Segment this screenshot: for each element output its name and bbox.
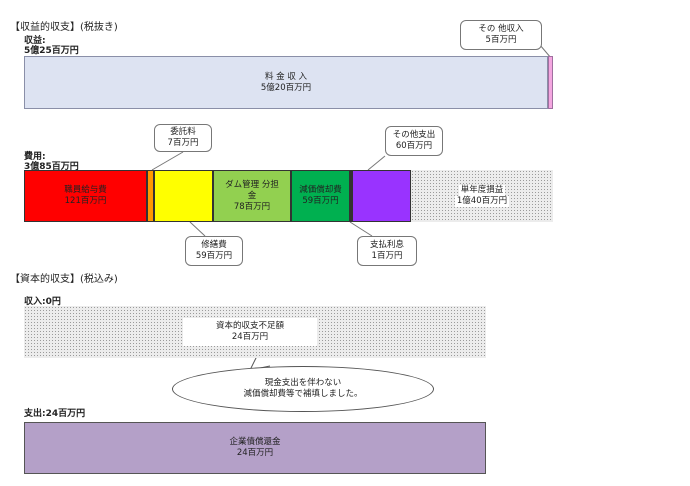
main-revenue-bar: 料 金 収 入 5億20百万円 bbox=[24, 56, 548, 109]
depreciation-name: 減価償却費 bbox=[299, 185, 342, 195]
other-expense-name: その他支出 bbox=[392, 130, 436, 140]
salary-amount: 121百万円 bbox=[64, 196, 107, 206]
bond-repayment-name: 企業債償還金 bbox=[229, 437, 281, 447]
expense-label: 費用: bbox=[24, 152, 46, 162]
other-revenue-amount: 5百万円 bbox=[485, 35, 517, 45]
expense-segment-interest bbox=[350, 170, 352, 222]
consignment-callout: 委託料 7百万円 bbox=[154, 124, 212, 152]
interest-name: 支払利息 bbox=[369, 240, 404, 250]
other-expense-connector bbox=[367, 155, 386, 171]
salary-name: 職員給与費 bbox=[64, 185, 107, 195]
deficit-amount: 24百万円 bbox=[231, 332, 269, 342]
dam-name: ダム管理 分担金 bbox=[225, 179, 279, 201]
expense-segment-dam: ダム管理 分担金 78百万円 bbox=[213, 170, 291, 222]
other-revenue-callout: その 他収入 5百万円 bbox=[460, 20, 542, 50]
expense-segment-consignment bbox=[147, 170, 154, 222]
other-expense-callout: その他支出 60百万円 bbox=[385, 126, 443, 156]
revenue-label: 収益: bbox=[24, 36, 46, 46]
expense-total: 3億85百万円 bbox=[24, 162, 79, 172]
bond-repayment-bar: 企業債償還金 24百万円 bbox=[24, 422, 486, 474]
consignment-amount: 7百万円 bbox=[167, 138, 199, 148]
capital-section-title: 【資本的収支】(税込み) bbox=[10, 274, 118, 285]
capital-deficit-label: 資本的収支不足額 24百万円 bbox=[183, 318, 317, 346]
consignment-name: 委託料 bbox=[170, 127, 196, 137]
repair-callout: 修繕費 59百万円 bbox=[185, 236, 243, 266]
consignment-connector bbox=[151, 151, 184, 171]
capital-income-label: 収入:0円 bbox=[24, 297, 61, 307]
repair-name: 修繕費 bbox=[201, 240, 227, 250]
surplus-amount: 1億40百万円 bbox=[454, 196, 510, 207]
interest-amount: 1百万円 bbox=[371, 251, 403, 261]
expense-segment-other bbox=[352, 170, 411, 222]
main-revenue-name: 料 金 収 入 bbox=[264, 71, 308, 82]
note-line1: 現金支出を伴わない bbox=[264, 378, 342, 388]
other-revenue-name: その 他収入 bbox=[478, 24, 524, 34]
other-expense-amount: 60百万円 bbox=[395, 141, 433, 151]
bond-repayment-amount: 24百万円 bbox=[236, 448, 274, 458]
depreciation-amount: 59百万円 bbox=[302, 196, 339, 206]
note-line2: 減価償却費等で補填しました。 bbox=[243, 389, 363, 399]
main-revenue-amount: 5億20百万円 bbox=[260, 82, 312, 93]
surplus-segment: 単年度損益 1億40百万円 bbox=[411, 170, 553, 222]
other-revenue-connector bbox=[539, 44, 552, 59]
deficit-name: 資本的収支不足額 bbox=[215, 321, 284, 331]
expense-segment-repair bbox=[154, 170, 213, 222]
interest-callout: 支払利息 1百万円 bbox=[357, 236, 417, 266]
revenue-section-title: 【収益的収支】(税抜き) bbox=[10, 22, 118, 33]
interest-connector bbox=[349, 221, 373, 237]
dam-amount: 78百万円 bbox=[233, 201, 271, 212]
repair-connector bbox=[189, 221, 206, 237]
revenue-total: 5億25百万円 bbox=[24, 46, 79, 56]
expense-segment-depreciation: 減価償却費 59百万円 bbox=[291, 170, 350, 222]
capital-expense-label: 支出:24百万円 bbox=[24, 409, 86, 419]
surplus-name: 単年度損益 bbox=[458, 185, 506, 196]
note-bubble: 現金支出を伴わない 減価償却費等で補填しました。 bbox=[172, 366, 434, 412]
expense-segment-salary: 職員給与費 121百万円 bbox=[24, 170, 147, 222]
repair-amount: 59百万円 bbox=[195, 251, 233, 261]
other-revenue-bar bbox=[548, 56, 553, 109]
